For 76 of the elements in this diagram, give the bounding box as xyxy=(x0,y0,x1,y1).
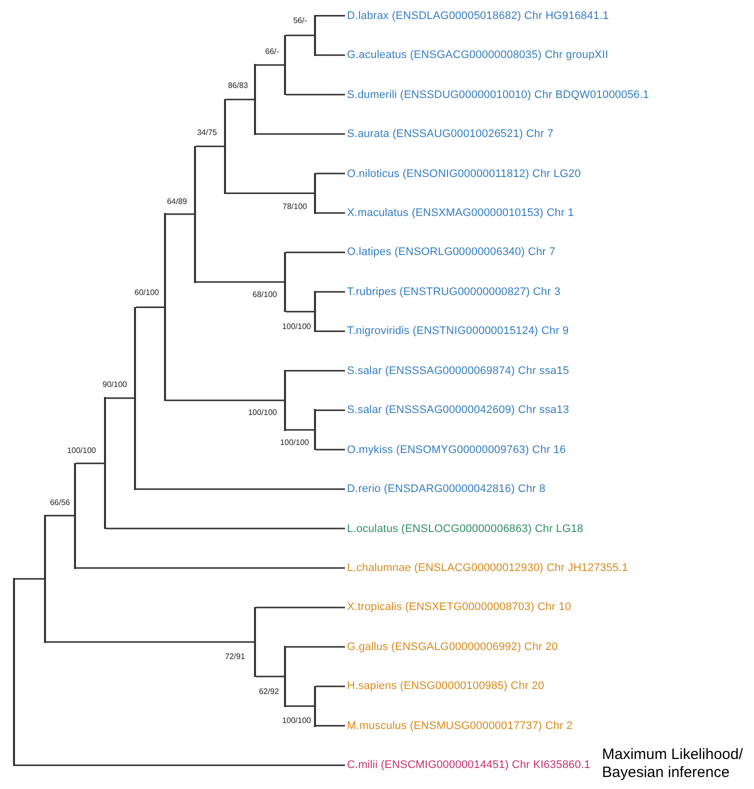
taxon-label: S.dumerili (ENSSDUG00000010010) Chr BDQW01000056.1 xyxy=(345,88,650,102)
tree-branch xyxy=(226,98,254,100)
tree-branch xyxy=(196,281,284,283)
tree-branch xyxy=(76,462,104,464)
tree-branch xyxy=(136,306,164,308)
taxon-label: G.gallus (ENSGALG00000006992) Chr 20 xyxy=(345,640,558,654)
taxon-label: D.rerio (ENSDARG00000042816) Chr 8 xyxy=(345,482,546,496)
support-value: 86/83 xyxy=(228,81,248,90)
tree-branch xyxy=(316,14,345,16)
taxon-label: L.chalumnae (ENSLACG00000012930) Chr JH127355.1 xyxy=(345,561,628,575)
tree-branch xyxy=(256,133,345,135)
taxon-label: C.milii (ENSCMIG00000014451) Chr KI635860.1 xyxy=(345,758,590,772)
taxon-label: S.aurata (ENSSAUG00010026521) Chr 7 xyxy=(345,127,554,142)
tree-branch xyxy=(15,764,345,766)
tree-branch xyxy=(286,34,314,36)
tree-branch xyxy=(76,567,345,569)
taxon-label: T.rubripes (ENSTRUG00000000827) Chr 3 xyxy=(345,284,560,299)
taxon-label: S.salar (ENSSSAG00000042609) Chr ssa13 xyxy=(345,403,570,418)
tree-branch xyxy=(256,64,284,66)
tree-branch xyxy=(286,646,345,648)
tree-branch xyxy=(106,397,134,399)
support-value: 100/100 xyxy=(282,716,311,725)
support-value: 64/89 xyxy=(166,197,187,206)
tree-branch xyxy=(166,213,194,215)
method-note: Maximum Likelihood/ Bayesian inference xyxy=(602,746,744,782)
support-value: 90/100 xyxy=(102,380,127,389)
tree-branch xyxy=(15,578,44,580)
tree-branch xyxy=(196,146,224,148)
tree-branch xyxy=(316,686,345,688)
taxon-label: M.musculus (ENSMUSG00000017737) Chr 2 xyxy=(345,718,573,733)
tree-branch xyxy=(316,409,345,411)
tree-branch xyxy=(46,514,74,516)
tree-branch xyxy=(286,310,314,312)
tree-branch xyxy=(316,725,345,727)
support-value: 72/91 xyxy=(224,652,245,662)
support-value: 56/- xyxy=(293,16,307,26)
support-value: 34/75 xyxy=(196,128,217,138)
tree-branch xyxy=(136,488,345,490)
tree-branch xyxy=(166,400,284,402)
tree-branch xyxy=(286,94,345,96)
tree-branch xyxy=(316,448,345,450)
taxon-label: X.tropicalis (ENSXETG00000008703) Chr 10 xyxy=(345,600,572,614)
support-value: 100/100 xyxy=(67,446,96,455)
taxon-label: O.niloticus (ENSONIG00000011812) Chr LG20 xyxy=(345,166,581,180)
taxon-label: H.sapiens (ENSG00000100985) Chr 20 xyxy=(345,679,544,694)
taxon-label: L.oculatus (ENSLOCG00000006863) Chr LG18 xyxy=(345,522,584,536)
tree-branch xyxy=(286,705,314,707)
tree-branch xyxy=(226,192,314,194)
support-value: 66/- xyxy=(265,46,279,56)
tree-branch xyxy=(286,252,345,254)
taxon-label: D.labrax (ENSDLAG00005018682) Chr HG916841.1 xyxy=(345,8,609,23)
taxon-label: T.nigroviridis (ENSTNIG00000015124) Chr 9 xyxy=(345,324,569,338)
support-value: 100/100 xyxy=(280,438,309,448)
tree-branch xyxy=(286,370,345,372)
tree-branch xyxy=(286,429,314,431)
taxon-label: O.mykiss (ENSOMYG00000009763) Chr 16 xyxy=(345,442,566,457)
taxon-label: G.aculeatus (ENSGACG00000008035) Chr groupXII xyxy=(345,48,608,62)
tree-branch xyxy=(46,641,254,643)
tree-branch xyxy=(316,291,345,293)
taxon-label: S.salar (ENSSSAG00000069874) Chr ssa15 xyxy=(345,364,570,378)
tree-branch xyxy=(106,528,345,530)
support-value: 100/100 xyxy=(282,322,311,332)
taxon-label: O.latipes (ENSORLG00000006340) Chr 7 xyxy=(345,245,556,260)
support-value: 62/92 xyxy=(258,686,279,696)
tree-branch xyxy=(256,676,284,678)
support-value: 60/100 xyxy=(134,288,159,298)
support-value: 78/100 xyxy=(282,202,307,212)
support-value: 100/100 xyxy=(248,408,277,418)
support-value: 68/100 xyxy=(252,290,277,300)
tree-branch xyxy=(316,54,345,56)
tree-branch xyxy=(316,172,345,174)
support-value: 66/56 xyxy=(50,498,70,507)
tree-branch xyxy=(316,330,345,332)
tree-branch xyxy=(316,212,345,214)
tree-branch xyxy=(256,606,345,608)
taxon-label: X.maculatus (ENSXMAG00000010153) Chr 1 xyxy=(345,206,574,220)
